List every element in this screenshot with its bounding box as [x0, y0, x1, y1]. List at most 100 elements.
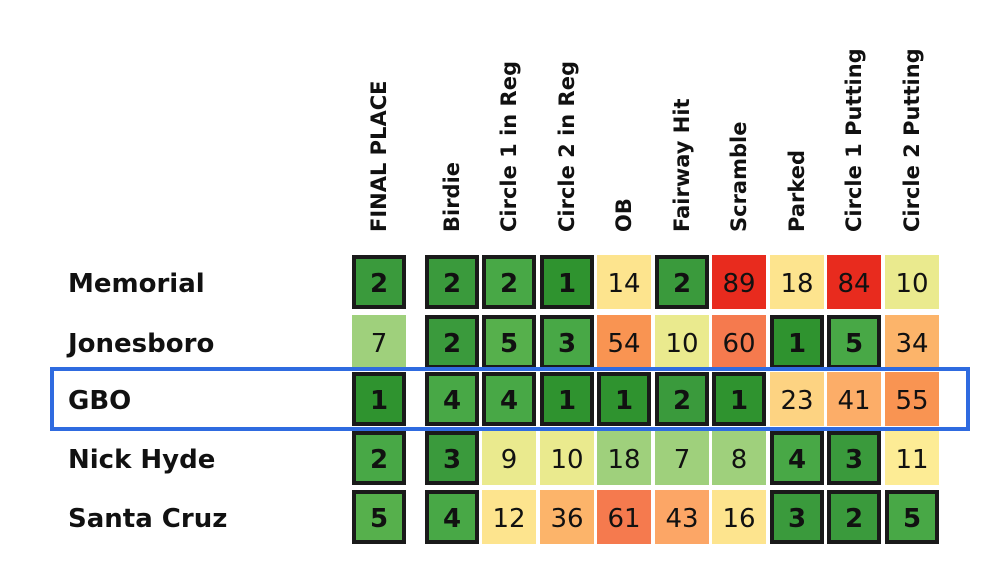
cell-value: 12: [492, 504, 525, 534]
cell-value: 10: [665, 329, 698, 359]
cell-value: 1: [788, 329, 806, 359]
cell-value: 1: [615, 386, 633, 416]
heatmap-cell: [827, 431, 881, 485]
cell-value: 10: [550, 445, 583, 475]
column-header: Parked: [785, 150, 809, 232]
cell-frame: [770, 431, 824, 485]
heatmap-cell: [482, 255, 536, 309]
cell-value: 10: [895, 269, 928, 299]
heatmap-cell: [540, 372, 594, 426]
cell-value: 54: [607, 329, 640, 359]
cell-value: 61: [607, 504, 640, 534]
heatmap-cell: [712, 372, 766, 426]
heatmap-cell: [885, 372, 939, 426]
cell-value: 60: [722, 329, 755, 359]
cell-value: 2: [500, 269, 518, 299]
heatmap-cell: [712, 431, 766, 485]
cell-frame: [655, 372, 709, 426]
cell-value: 2: [443, 269, 461, 299]
cell-value: 5: [500, 329, 518, 359]
cell-frame: [540, 372, 594, 426]
cell-frame: [425, 490, 479, 544]
cell-value: 3: [558, 329, 576, 359]
cell-frame: [425, 255, 479, 309]
cell-frame: [352, 431, 406, 485]
heatmap-cell: [482, 372, 536, 426]
cell-value: 41: [837, 386, 870, 416]
column-header: FINAL PLACE: [367, 81, 391, 232]
highlight-row-box: [50, 367, 970, 431]
column-header: Fairway Hit: [670, 98, 694, 232]
cell-frame: [482, 372, 536, 426]
cell-value: 18: [780, 269, 813, 299]
heatmap-cell: [482, 431, 536, 485]
heatmap-cell: [425, 255, 479, 309]
heatmap-cell: [425, 490, 479, 544]
cell-value: 5: [845, 329, 863, 359]
heatmap-cell: [885, 431, 939, 485]
cell-value: 2: [443, 329, 461, 359]
cell-value: 36: [550, 504, 583, 534]
cell-value: 7: [371, 329, 388, 359]
heatmap-cell: [770, 431, 824, 485]
heatmap-cell: [540, 490, 594, 544]
cell-value: 9: [501, 445, 518, 475]
cell-value: 5: [903, 504, 921, 534]
heatmap-cell: [352, 372, 406, 426]
cell-frame: [425, 372, 479, 426]
cell-value: 16: [722, 504, 755, 534]
cell-frame: [425, 431, 479, 485]
column-header: Circle 1 in Reg: [497, 61, 521, 232]
cell-value: 1: [370, 386, 388, 416]
cell-value: 7: [674, 445, 691, 475]
heatmap-cell: [597, 490, 651, 544]
heatmap-cell: [712, 255, 766, 309]
heatmap-cell: [425, 315, 479, 369]
cell-value: 5: [370, 504, 388, 534]
cell-value: 3: [845, 445, 863, 475]
column-header: Scramble: [727, 122, 751, 232]
cell-frame: [352, 490, 406, 544]
row-label: Jonesboro: [66, 329, 214, 359]
cell-value: 34: [895, 329, 928, 359]
heatmap-cell: [770, 490, 824, 544]
heatmap-cell: [425, 431, 479, 485]
cell-value: 1: [558, 386, 576, 416]
column-header: Circle 1 Putting: [842, 48, 866, 232]
cell-frame: [540, 255, 594, 309]
cell-value: 2: [673, 386, 691, 416]
column-header: OB: [612, 198, 636, 232]
heatmap-cell: [597, 255, 651, 309]
row-label: Memorial: [68, 269, 205, 299]
cell-value: 3: [443, 445, 461, 475]
cell-frame: [712, 372, 766, 426]
cell-value: 23: [780, 386, 813, 416]
column-header: Circle 2 Putting: [900, 48, 924, 232]
cell-value: 4: [500, 386, 518, 416]
cell-value: 1: [558, 269, 576, 299]
heatmap-cell: [597, 372, 651, 426]
column-header: Circle 2 in Reg: [555, 61, 579, 232]
cell-frame: [827, 431, 881, 485]
cell-value: 3: [788, 504, 806, 534]
cell-frame: [770, 490, 824, 544]
heatmap-cell: [827, 372, 881, 426]
heatmap-cell: [655, 372, 709, 426]
heatmap-cells: [352, 255, 939, 544]
heatmap-cell: [655, 490, 709, 544]
heatmap-cell: [540, 255, 594, 309]
cell-value: 84: [837, 269, 870, 299]
cell-value: 2: [845, 504, 863, 534]
cell-frame: [885, 490, 939, 544]
heatmap-cell: [827, 315, 881, 369]
heatmap-cell: [352, 490, 406, 544]
cell-value: 18: [607, 445, 640, 475]
highlight-layer: [50, 367, 970, 431]
cell-value: 1: [730, 386, 748, 416]
cell-value: 4: [443, 504, 461, 534]
heatmap-cell: [597, 315, 651, 369]
heatmap-cell: [352, 255, 406, 309]
